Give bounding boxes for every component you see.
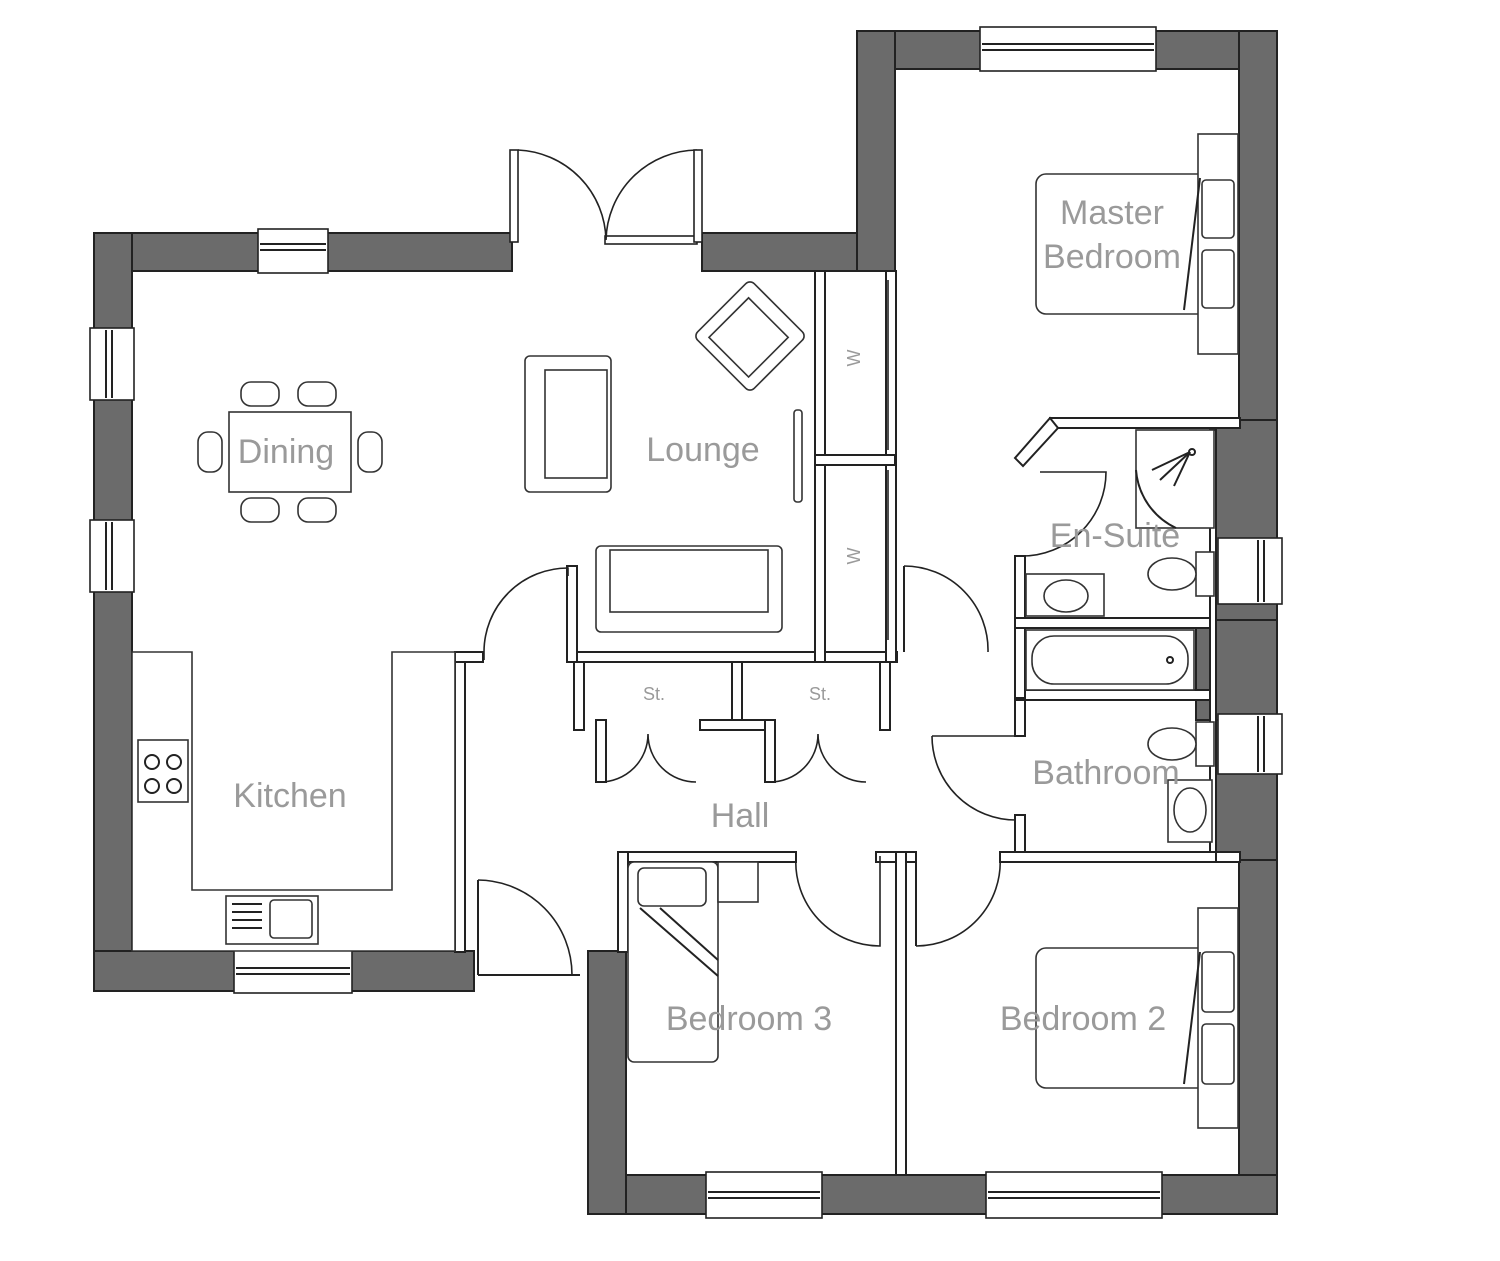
label-master-bedroom-2: Bedroom <box>1043 238 1181 276</box>
label-hall: Hall <box>711 797 770 835</box>
label-en-suite: En-Suite <box>1050 517 1180 555</box>
sofa-bottom <box>595 545 783 633</box>
window-kitchen-bottom <box>233 948 353 994</box>
front-double-door <box>509 149 703 245</box>
label-store-1: St. <box>643 684 665 704</box>
bathroom-toilet <box>1147 721 1215 767</box>
armchair <box>695 281 805 391</box>
label-wardrobe-2: W <box>844 548 864 565</box>
window-bedroom-3-bottom <box>705 1171 823 1219</box>
window-dining-top <box>257 228 329 274</box>
label-bedroom-2: Bedroom 2 <box>1000 1000 1166 1038</box>
label-master-bedroom-1: Master <box>1060 194 1164 232</box>
ensuite-basin <box>1025 573 1105 617</box>
door-hall-lounge-right <box>903 565 989 653</box>
ensuite-toilet <box>1147 551 1215 597</box>
label-bathroom: Bathroom <box>1032 754 1179 792</box>
dining-table <box>197 381 383 523</box>
tv-unit <box>793 409 803 503</box>
windows <box>89 26 1283 1219</box>
window-master-top <box>979 26 1157 72</box>
master-bed <box>1035 133 1239 355</box>
door-bedroom-2 <box>915 855 1002 947</box>
label-kitchen: Kitchen <box>233 777 346 815</box>
window-ensuite-right <box>1217 537 1283 605</box>
window-dining-left-2 <box>89 519 135 593</box>
door-ensuite <box>1021 471 1107 557</box>
label-store-2: St. <box>809 684 831 704</box>
doors <box>477 149 1107 976</box>
door-store-1-left <box>599 733 697 783</box>
bedroom-2-bed <box>1035 907 1239 1129</box>
room-labels: Dining Lounge Master Bedroom En-Suite Ki… <box>233 194 1181 1038</box>
window-bathroom-right <box>1217 713 1283 775</box>
door-bedroom-3 <box>794 855 881 947</box>
label-bedroom-3: Bedroom 3 <box>666 1000 832 1038</box>
bathtub <box>1025 629 1195 691</box>
door-bathroom <box>931 735 1017 821</box>
door-store-2 <box>769 733 867 783</box>
label-lounge: Lounge <box>646 431 759 469</box>
label-wardrobe-1: W <box>844 350 864 367</box>
door-side-entrance <box>477 879 573 976</box>
bathroom-basin <box>1167 779 1213 843</box>
label-dining: Dining <box>238 433 334 471</box>
window-dining-left-1 <box>89 327 135 401</box>
door-kitchen-hall <box>483 567 569 660</box>
sofa-left <box>524 355 612 493</box>
bedroom-3-bed <box>627 861 759 1063</box>
kitchen-counter <box>131 651 456 952</box>
shower <box>1135 429 1215 529</box>
window-bedroom-2-bottom <box>985 1171 1163 1219</box>
furniture <box>131 133 1239 1129</box>
